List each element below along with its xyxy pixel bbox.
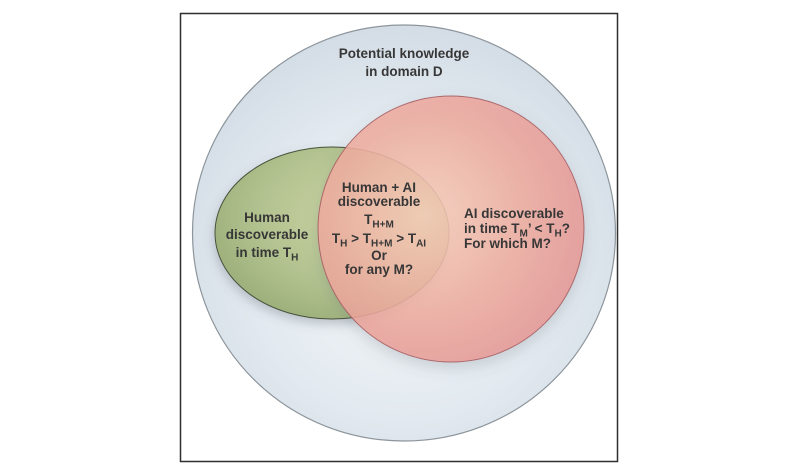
intersection-label-or: Or	[371, 248, 388, 263]
ai-set-label-line3: For which M?	[464, 236, 551, 251]
intersection-label-for-any-m: for any M?	[345, 262, 413, 277]
formula1-symbol: T	[364, 212, 373, 227]
formula2-term3: > T	[392, 231, 416, 246]
formula2-sub3: AI	[416, 239, 426, 250]
ai-time-comparison: ’ < T	[528, 221, 555, 236]
formula2-term1: T	[332, 231, 341, 246]
intersection-label-line1: Human + AI	[342, 180, 416, 195]
ai-set-label-line1: AI discoverable	[464, 206, 564, 221]
human-set-label-line1: Human	[244, 210, 290, 225]
intersection-label-line2: discoverable	[338, 194, 421, 209]
human-set-label-line2: discoverable	[226, 227, 309, 242]
ai-time-subscript-m: M	[520, 229, 528, 240]
ai-time-subscript-h: H	[555, 229, 562, 240]
outer-set-label-line2: in domain D	[365, 64, 443, 79]
formula2-sub1: H	[340, 239, 347, 250]
human-set-label-line3: in time TH	[236, 245, 299, 264]
ai-time-symbol: in time T	[464, 221, 520, 236]
outer-set-label-line1: Potential knowledge	[339, 46, 470, 61]
human-time-symbol: in time T	[236, 245, 292, 260]
human-time-subscript: H	[291, 253, 298, 264]
intersection-formula-thm: TH+M	[364, 212, 394, 231]
ai-set-label-line2: in time TM’ < TH?	[464, 221, 570, 240]
ai-time-question-mark: ?	[562, 221, 570, 236]
formula2-sub2: H+M	[371, 239, 392, 250]
intersection-formula-inequality: TH > TH+M > TAI	[332, 231, 426, 250]
formula2-term2: > T	[347, 231, 371, 246]
formula1-subscript: H+M	[372, 220, 393, 231]
ai-set-circle	[317, 95, 585, 363]
